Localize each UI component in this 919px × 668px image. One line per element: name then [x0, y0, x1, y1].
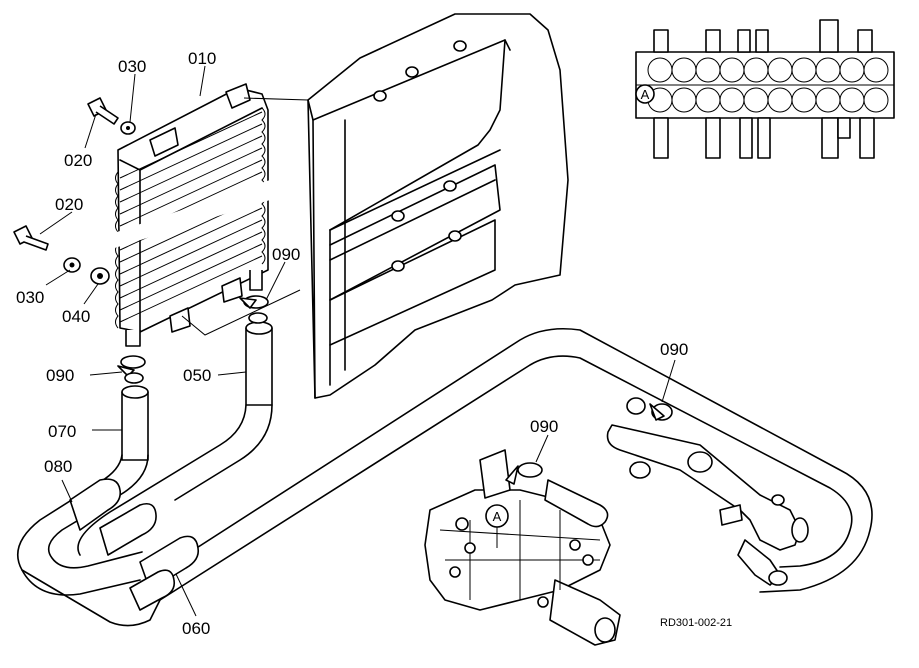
label-030-lower: 030: [16, 288, 44, 307]
label-050: 050: [183, 366, 211, 385]
valve-marker-a: [485, 504, 509, 528]
clamp-090-right: [239, 295, 269, 309]
frame-panel: [307, 13, 569, 399]
washer-030-upper-hole: [126, 126, 130, 130]
label-070: 070: [48, 422, 76, 441]
pipe-060: [21, 327, 873, 627]
hose-070: [121, 385, 149, 461]
label-090-left: 090: [46, 366, 74, 385]
label-090-return: 090: [660, 340, 688, 359]
hose-080-ends: [69, 478, 200, 611]
label-080: 080: [44, 457, 72, 476]
clamp-090-return: [649, 403, 673, 421]
hose-070-fitting: [124, 372, 144, 384]
washer-030-lower-hole: [69, 262, 75, 268]
clamp-090-valve: [505, 462, 543, 485]
inset-marker-a-label: A: [641, 87, 650, 102]
label-060: 060: [182, 619, 210, 638]
label-010: 010: [188, 49, 216, 68]
valve-hose: [544, 479, 609, 528]
hose-050: [245, 321, 273, 406]
bolt-020-upper: [87, 97, 119, 125]
return-pipe-assembly: [606, 397, 809, 586]
label-040: 040: [62, 307, 90, 326]
bolt-020-lower: [13, 225, 49, 251]
label-090-valve: 090: [530, 417, 558, 436]
label-020-lower: 020: [55, 195, 83, 214]
pipe-loop-inner: [77, 404, 273, 556]
inset-marker-a: [635, 84, 655, 104]
label-020-upper: 020: [64, 151, 92, 170]
reference-code: RD301-002-21: [660, 617, 732, 629]
valve-marker-a-label: A: [493, 509, 502, 524]
pipe-loop-outer: [17, 454, 149, 596]
leader-lines: [39, 65, 676, 617]
label-090-upper: 090: [272, 245, 300, 264]
hose-050-fitting: [248, 312, 268, 324]
cutaway-band: [108, 180, 270, 250]
inset-valve-view: [635, 19, 895, 159]
washer-040-hole: [97, 273, 103, 279]
control-valve: [424, 449, 621, 646]
label-030-upper: 030: [118, 57, 146, 76]
